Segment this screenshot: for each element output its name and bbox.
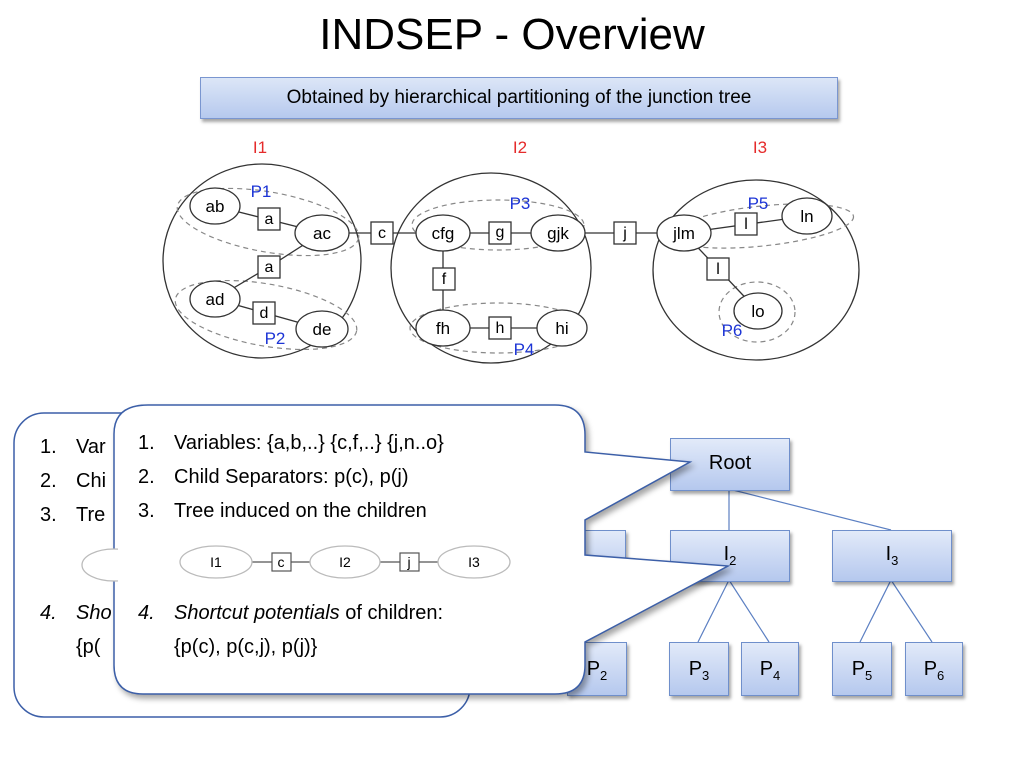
piece-region-p3: [411, 199, 585, 251]
back-callout-item-2: 2.Chi: [40, 470, 107, 492]
piece-region-p6: [718, 281, 796, 343]
front-callout-item-4: 4.Shortcut potentials of children: {p(c)…: [138, 602, 444, 658]
mini-node-i2: I2: [339, 554, 351, 570]
junction-tree-diagram: I1 I2 I3: [162, 138, 860, 364]
separator-c: c: [378, 225, 386, 242]
back-callout-text: 1.Var 2.Chi 3.Tre 4.Sho {p(: [40, 430, 112, 664]
hier-node-root: Root: [670, 438, 790, 491]
separator-g: g: [496, 224, 505, 241]
piece-region-p2: [174, 279, 358, 351]
page-title: INDSEP - Overview: [319, 10, 705, 59]
piece-label-p1: P1: [251, 182, 272, 201]
mini-node-i3: I3: [468, 554, 480, 570]
back-callout-item-5: {p(: [76, 636, 101, 658]
piece-label-p4: P4: [514, 340, 535, 359]
separator-f: f: [442, 271, 447, 288]
piece-label-p3: P3: [510, 194, 531, 213]
partition-circle-i1: [162, 163, 362, 359]
clique-ab: ab: [206, 197, 225, 216]
subtitle-box: Obtained by hierarchical partitioning of…: [200, 77, 838, 119]
piece-region-p5: [669, 203, 855, 249]
clique-lo: lo: [751, 302, 764, 321]
separator-a-1: a: [265, 211, 274, 228]
clique-jlm: jlm: [672, 224, 695, 243]
clique-hi: hi: [555, 319, 568, 338]
clique-fh: fh: [436, 319, 450, 338]
clique-gjk: gjk: [547, 224, 569, 243]
front-callout-item-2: 2.Child Separators: p(c), p(j): [138, 466, 409, 488]
separator-j: j: [622, 225, 627, 242]
partition-label-i1: I1: [253, 138, 267, 157]
hier-node-p6: P6: [905, 642, 963, 696]
clique-de: de: [313, 320, 332, 339]
partition-circle-i3: [652, 179, 860, 361]
back-callout-item-4: 4.Sho: [40, 602, 112, 624]
mini-sep-c: c: [278, 554, 285, 570]
front-callout-item-1: 1.Variables: {a,b,..} {c,f,..} {j,n..o}: [138, 432, 444, 454]
clique-cfg: cfg: [432, 224, 455, 243]
separator-h: h: [496, 320, 505, 337]
piece-label-p6: P6: [722, 321, 743, 340]
mini-node-i1: I1: [210, 554, 222, 570]
clique-ad: ad: [206, 290, 225, 309]
separator-l-1: l: [744, 216, 748, 233]
separator-l-2: l: [716, 261, 720, 278]
piece-label-p2: P2: [265, 329, 286, 348]
clique-ac: ac: [313, 224, 331, 243]
partition-label-i3: I3: [753, 138, 767, 157]
piece-region-p1: [176, 187, 360, 257]
separator-a-2: a: [265, 259, 274, 276]
partition-circle-i2: [390, 172, 592, 364]
front-callout-text: 1.Variables: {a,b,..} {c,f,..} {j,n..o} …: [138, 426, 444, 528]
partition-label-i2: I2: [513, 138, 527, 157]
back-callout-item-1: 1.Var: [40, 436, 106, 458]
front-callout-item-3: 3.Tree induced on the children: [138, 500, 427, 522]
hier-node-p3: P3: [669, 642, 729, 696]
hier-node-i3: I3: [832, 530, 952, 582]
hier-node-p5: P5: [832, 642, 892, 696]
mini-sep-j: j: [406, 554, 410, 570]
back-callout-item-3: 3.Tre: [40, 504, 106, 526]
clique-ln: ln: [800, 207, 813, 226]
back-callout-mini-node: [81, 548, 118, 582]
hier-node-p4: P4: [741, 642, 799, 696]
piece-label-p5: P5: [748, 194, 769, 213]
separator-d: d: [260, 305, 269, 322]
mini-tree-diagram: I1 I2 I3 c j: [179, 545, 511, 579]
